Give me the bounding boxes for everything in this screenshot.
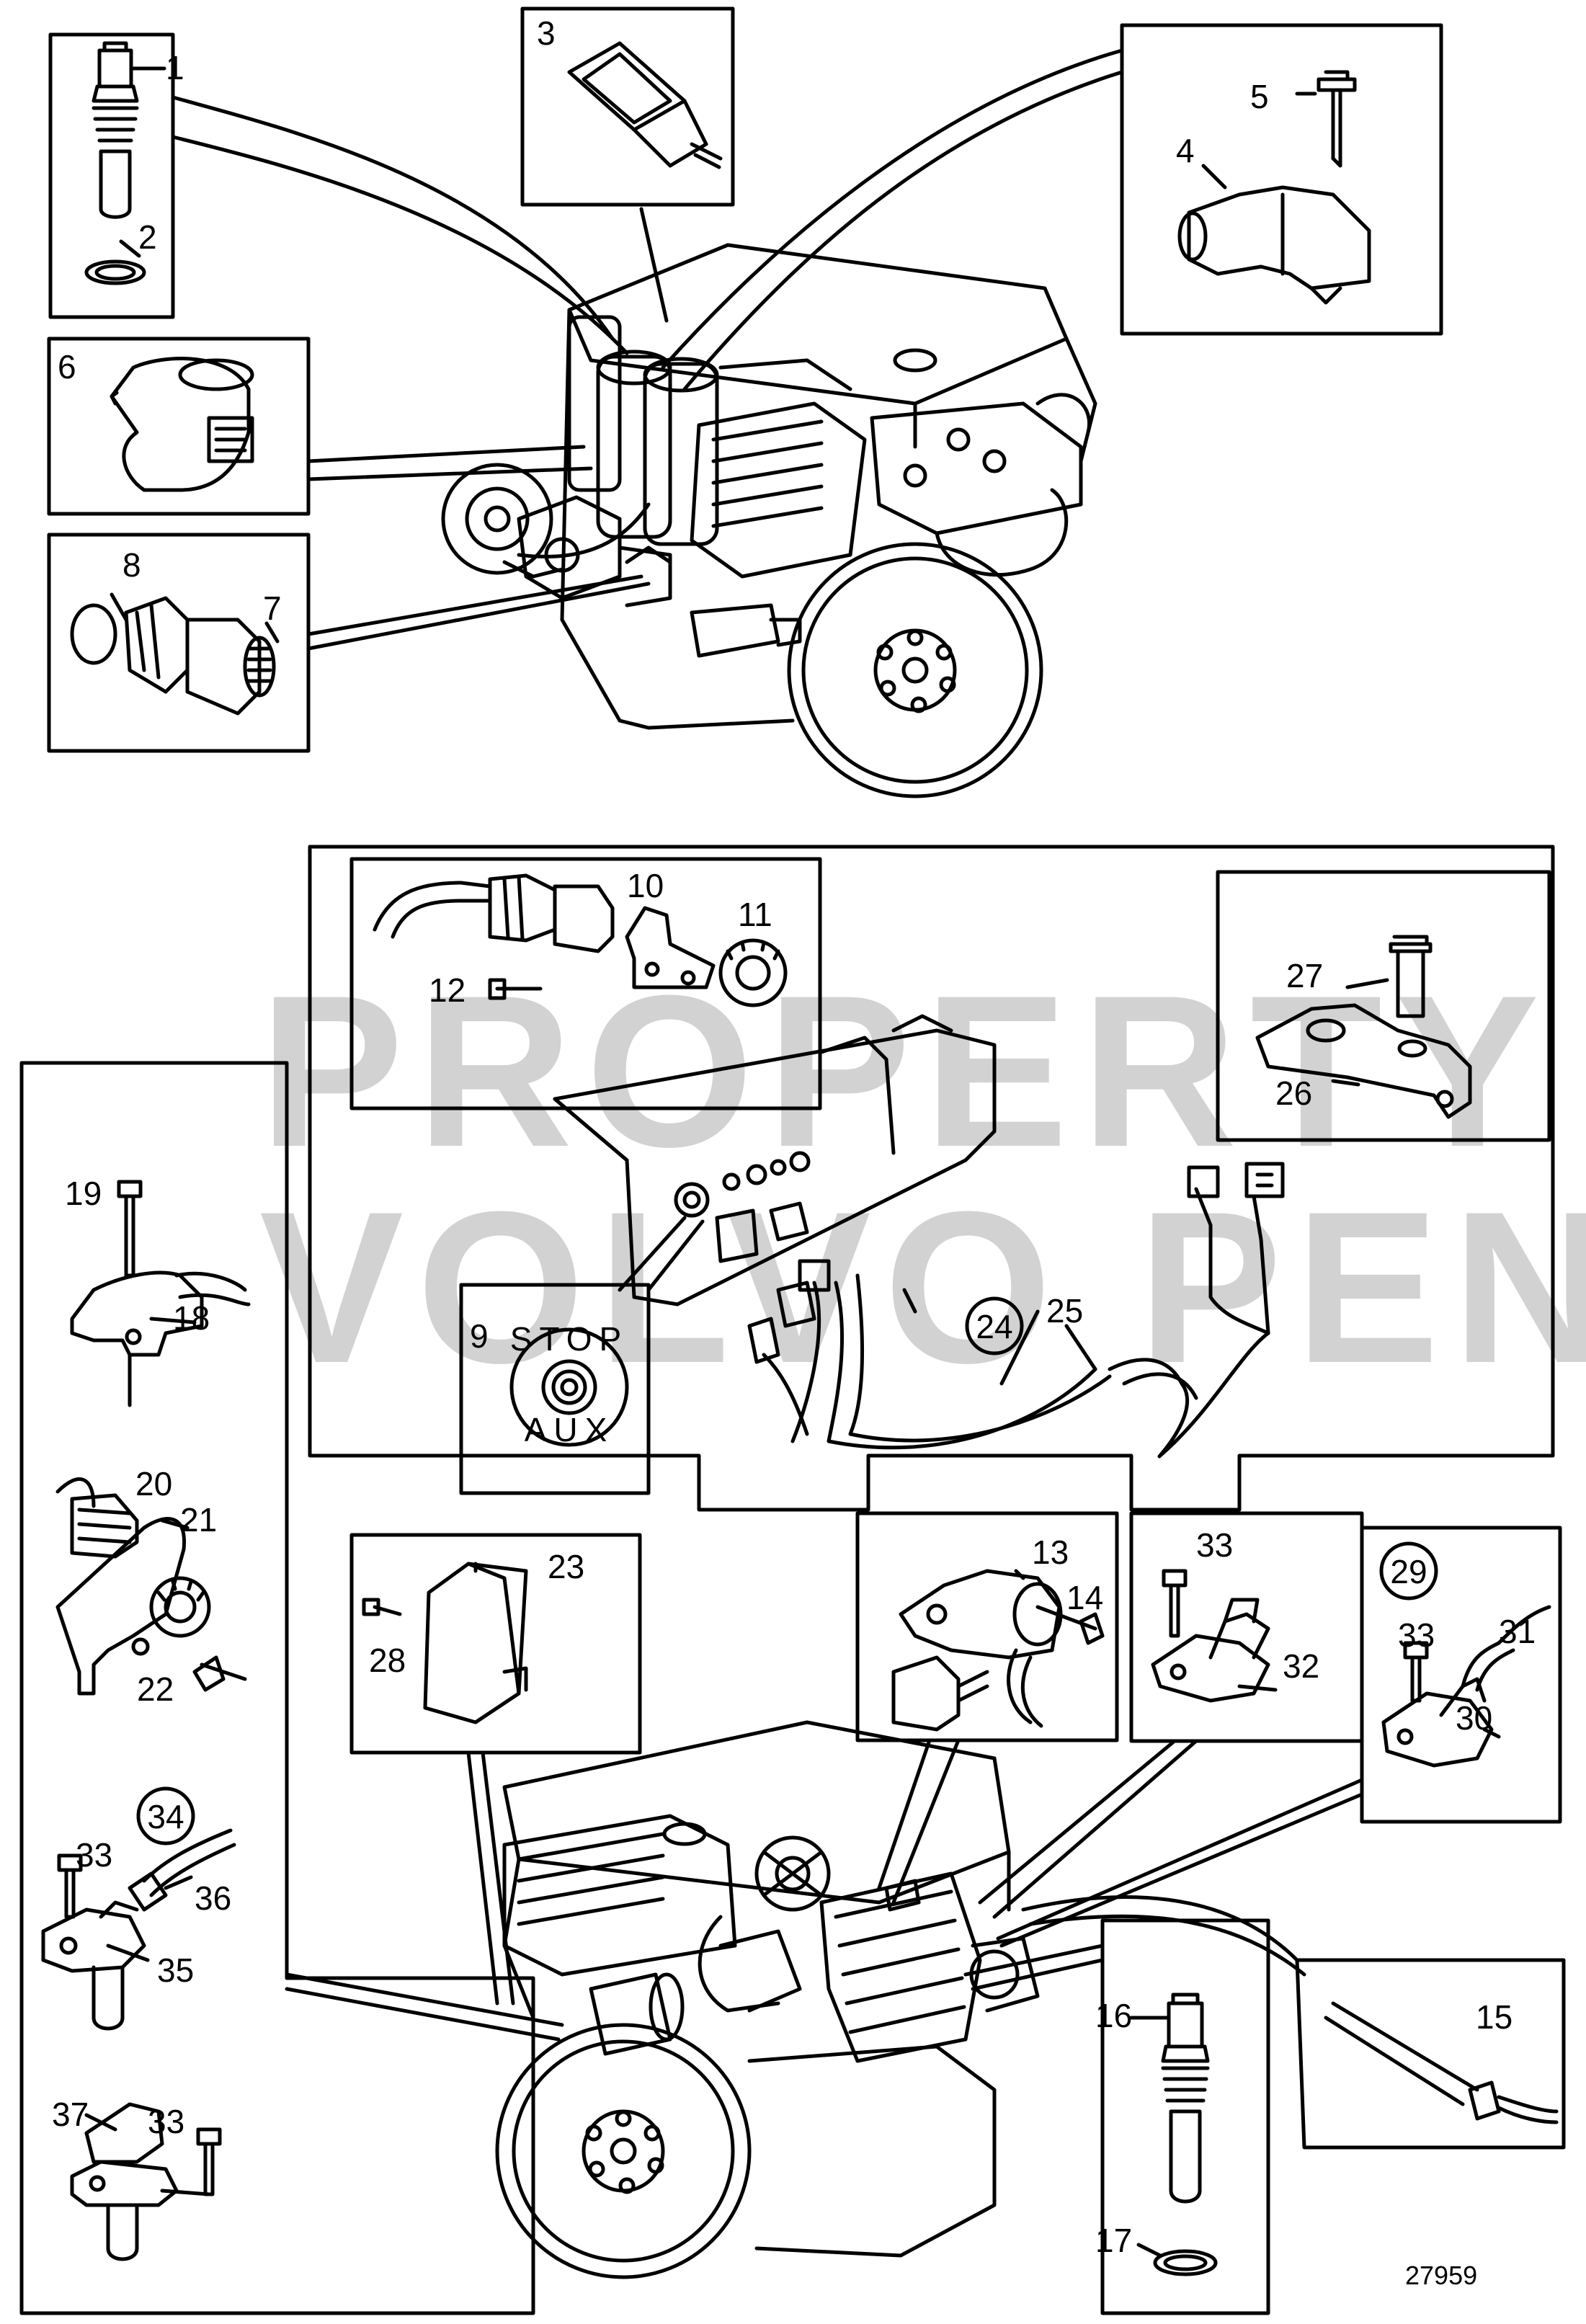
callout-13: 13 bbox=[1032, 1533, 1069, 1571]
left-sensor-column-frame bbox=[19, 1061, 535, 2315]
callout-6: 6 bbox=[58, 348, 76, 386]
watermark-line-1: PROPERTY OF bbox=[259, 950, 1586, 1192]
callout-7: 7 bbox=[263, 589, 282, 627]
callout-18: 18 bbox=[173, 1299, 210, 1337]
sensor-33-34-35-36 bbox=[41, 1828, 236, 2031]
callout-33-b: 33 bbox=[1398, 1616, 1435, 1654]
callout-3: 3 bbox=[537, 14, 556, 52]
callout-box-26-27 bbox=[1216, 870, 1551, 1142]
callout-27: 27 bbox=[1286, 957, 1323, 994]
sensor-20-21-22 bbox=[55, 1477, 247, 1696]
callout-2: 2 bbox=[138, 218, 157, 256]
callout-box-16-17 bbox=[963, 1918, 1270, 2315]
circled-callouts: 24 29 34 bbox=[136, 1296, 1438, 1846]
callout-36: 36 bbox=[195, 1879, 231, 1917]
callout-24: 24 bbox=[976, 1308, 1012, 1345]
callout-box-32-33 bbox=[978, 1511, 1364, 1919]
wiring-harness bbox=[747, 1162, 1285, 1459]
sheet-number: 27959 bbox=[1405, 2261, 1477, 2290]
callout-box-10-11-12 bbox=[349, 857, 822, 1110]
callout-33-c: 33 bbox=[76, 1836, 112, 1874]
leader-lines-top bbox=[171, 48, 1124, 651]
leader-lines-left bbox=[285, 1972, 564, 2042]
callout-8: 8 bbox=[122, 546, 141, 584]
callout-23: 23 bbox=[548, 1548, 584, 1585]
sensor-37 bbox=[70, 2102, 222, 2261]
callout-34: 34 bbox=[147, 1798, 184, 1835]
callout-32: 32 bbox=[1283, 1647, 1319, 1685]
callout-21: 21 bbox=[180, 1501, 217, 1539]
callout-14: 14 bbox=[1066, 1579, 1103, 1616]
stop-label: STOP bbox=[510, 1320, 628, 1358]
callout-29: 29 bbox=[1390, 1553, 1427, 1590]
callout-5: 5 bbox=[1250, 78, 1269, 115]
sensor-bracket-plate bbox=[553, 1014, 997, 1306]
callout-31: 31 bbox=[1499, 1613, 1536, 1650]
callout-20: 20 bbox=[135, 1465, 172, 1502]
callout-numbers: 1 2 3 4 5 6 7 8 9 10 11 12 13 14 15 16 1… bbox=[52, 14, 1536, 2290]
callout-box-7-8 bbox=[47, 533, 311, 753]
callout-box-9 bbox=[459, 1216, 705, 1495]
watermark: PROPERTY OF VOLVO PENTA bbox=[259, 950, 1586, 1408]
callout-1: 1 bbox=[166, 49, 184, 86]
callout-15: 15 bbox=[1476, 1998, 1513, 2036]
callout-28: 28 bbox=[369, 1642, 406, 1679]
callout-11: 11 bbox=[738, 896, 772, 933]
aux-label: AUX bbox=[525, 1411, 615, 1448]
callout-box-1-2 bbox=[48, 32, 175, 319]
callout-26: 26 bbox=[1275, 1074, 1312, 1112]
callout-33-d: 33 bbox=[148, 2103, 184, 2140]
sensor-18-19 bbox=[70, 1180, 251, 1407]
callout-22: 22 bbox=[137, 1670, 174, 1708]
callout-box-3 bbox=[520, 6, 735, 207]
callout-10: 10 bbox=[627, 867, 664, 904]
callout-30: 30 bbox=[1456, 1699, 1492, 1737]
engine-bottom-illustration bbox=[495, 1720, 1040, 2279]
callout-box-6 bbox=[47, 337, 311, 516]
callout-box-23-28 bbox=[349, 1533, 642, 2005]
callout-25: 25 bbox=[1046, 1292, 1083, 1330]
callout-box-13-14 bbox=[855, 1511, 1119, 1905]
wiring-harness-frame bbox=[308, 845, 1555, 1512]
callout-37: 37 bbox=[52, 2096, 89, 2133]
callout-4: 4 bbox=[1176, 132, 1195, 169]
stop-button-label: STOP AUX bbox=[510, 1320, 628, 1448]
engine-top-illustration bbox=[441, 243, 1097, 798]
callout-19: 19 bbox=[65, 1175, 102, 1212]
callout-16: 16 bbox=[1095, 1997, 1132, 2034]
callout-33-a: 33 bbox=[1196, 1526, 1233, 1564]
callout-9: 9 bbox=[470, 1317, 489, 1355]
callout-box-4-5 bbox=[1120, 23, 1443, 336]
watermark-line-2: VOLVO PENTA bbox=[259, 1166, 1586, 1408]
callout-12: 12 bbox=[429, 971, 465, 1009]
callout-35: 35 bbox=[157, 1951, 194, 1989]
callout-17: 17 bbox=[1095, 2222, 1132, 2259]
